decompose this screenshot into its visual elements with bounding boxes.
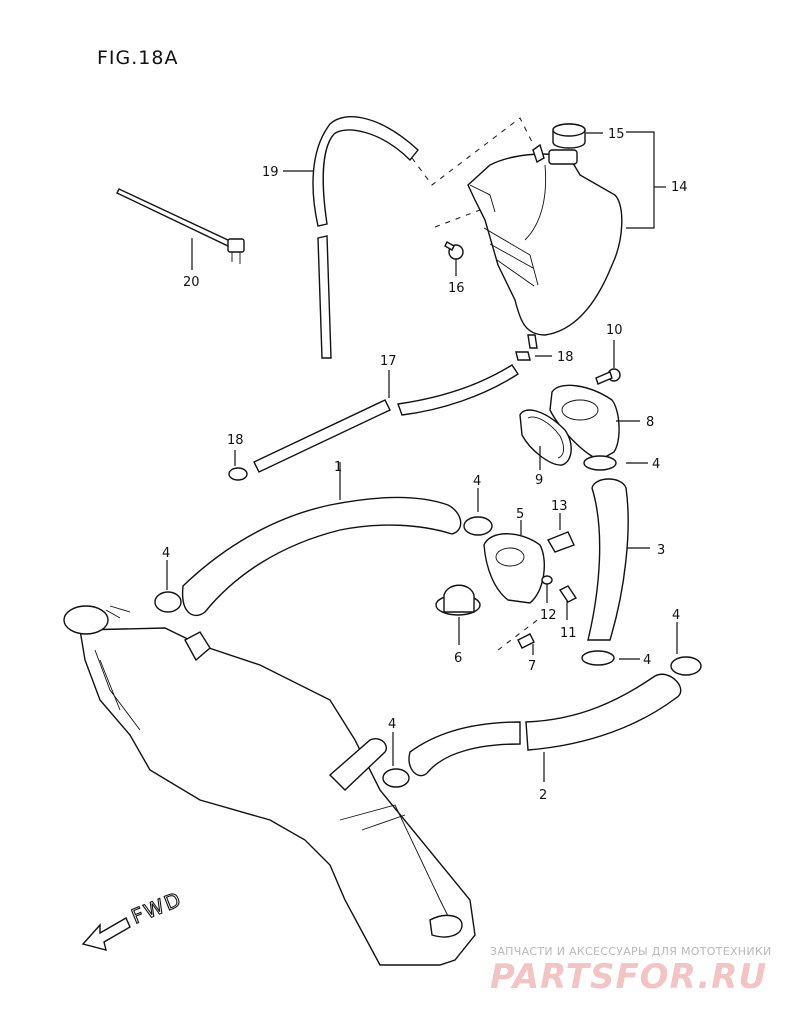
part-4-clamp-f: [382, 732, 410, 788]
part-16-bolt: [434, 209, 481, 276]
callout-9: 9: [535, 473, 543, 488]
callout-17: 17: [380, 354, 397, 369]
callout-4c: 4: [652, 457, 660, 472]
watermark-tagline: ЗАПЧАСТИ И АКСЕССУАРЫ ДЛЯ МОТОТЕХНИКИ: [490, 945, 772, 958]
callout-2: 2: [539, 788, 547, 803]
radiator: [63, 605, 476, 966]
callout-4a: 4: [473, 474, 481, 489]
callout-4d: 4: [643, 653, 651, 668]
part-10-bolt: [595, 340, 621, 385]
part-4-clamp-e: [670, 622, 702, 676]
part-5-thermostat-housing: [483, 520, 545, 604]
callout-8: 8: [646, 415, 654, 430]
part-20-cable-tie: [116, 188, 245, 270]
part-4-clamp-a: [583, 455, 648, 471]
part-18-clamp-upper: [515, 351, 552, 361]
part-2-hose: [408, 673, 682, 782]
part-6-thermostat: [435, 584, 481, 645]
callout-16: 16: [448, 281, 465, 296]
part-19-overflow-hose: [283, 116, 533, 359]
part-4-clamp-b: [463, 488, 493, 536]
part-13-sensor: [546, 513, 575, 553]
watermark: ЗАПЧАСТИ И АКСЕССУАРЫ ДЛЯ МОТОТЕХНИКИ PA…: [490, 945, 772, 997]
callout-10: 10: [606, 323, 623, 338]
callout-5: 5: [516, 507, 524, 522]
callout-4b: 4: [162, 546, 170, 561]
callout-3: 3: [657, 543, 665, 558]
watermark-brand: PARTSFOR.RU: [490, 957, 767, 997]
part-18-clamp-lower: [228, 450, 248, 481]
part-4-clamp-d: [581, 650, 640, 666]
callout-18b: 18: [227, 433, 244, 448]
fwd-label: FWD: [128, 887, 186, 929]
figure-title: FIG.18A: [97, 47, 178, 69]
part-11-bolt: [558, 585, 578, 620]
fwd-arrow: [81, 917, 131, 951]
part-7-bolt: [497, 617, 541, 655]
callout-18a: 18: [557, 350, 574, 365]
part-17-hose: [253, 364, 519, 473]
callout-11: 11: [560, 626, 577, 641]
part-1-hose: [181, 462, 462, 617]
callout-19: 19: [262, 165, 279, 180]
callout-15: 15: [608, 127, 625, 142]
part-3-hose: [587, 478, 650, 641]
callout-7: 7: [528, 659, 536, 674]
callout-13: 13: [551, 499, 568, 514]
part-14-reservoir-tank: [467, 123, 666, 349]
callout-20: 20: [183, 275, 200, 290]
callout-14: 14: [671, 180, 688, 195]
callout-4e: 4: [672, 608, 680, 623]
part-9-gasket: [519, 409, 572, 470]
part-4-clamp-c: [154, 560, 182, 613]
callout-6: 6: [454, 651, 462, 666]
callout-4f: 4: [388, 717, 396, 732]
part-12-washer: [541, 575, 553, 603]
callout-12: 12: [540, 608, 557, 623]
callout-1: 1: [334, 460, 342, 475]
